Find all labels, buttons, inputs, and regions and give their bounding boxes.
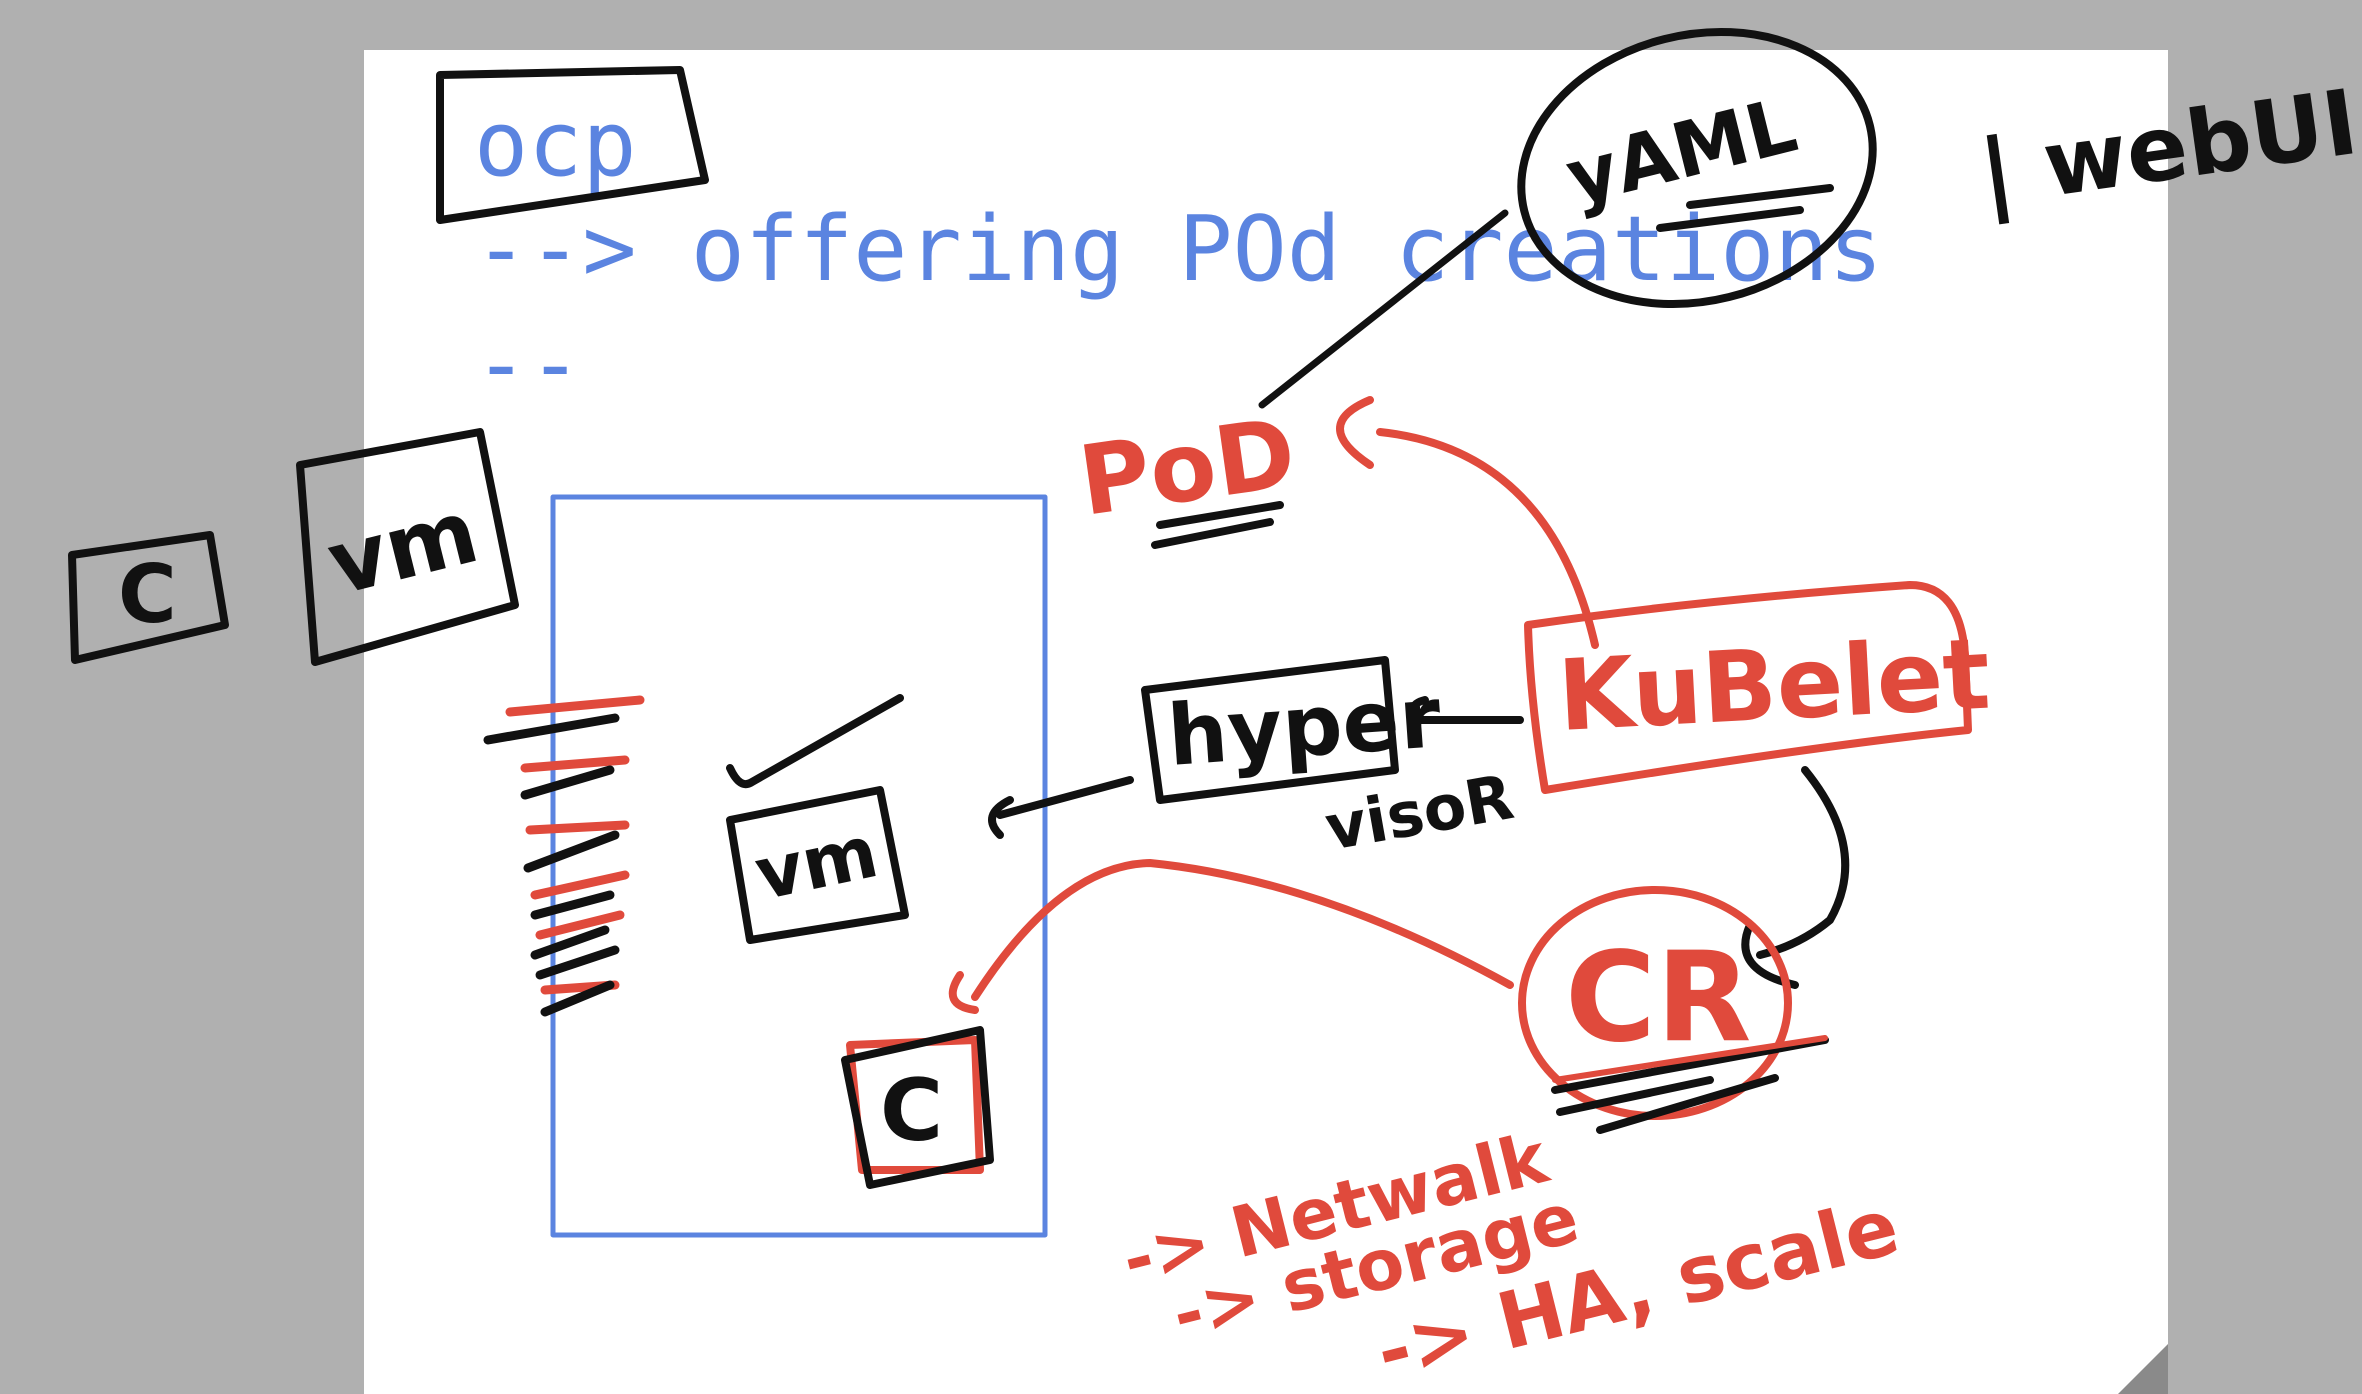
vm-inside-box (726, 786, 909, 944)
vm-inside-label: vm (748, 809, 885, 917)
typed-line-ocp: ocp (474, 92, 637, 197)
page-curl-corner (2118, 1344, 2168, 1394)
typed-line-dashes: -- (474, 312, 583, 417)
c-outside-box (68, 531, 229, 664)
kubelet-to-pod-arrow (1336, 396, 1599, 649)
kubelet-to-cr-arrow (1741, 766, 1850, 989)
yaml-label: yAML (1558, 80, 1805, 223)
cr-to-c-arrow (948, 859, 1514, 1014)
layer-stack-strokes (483, 695, 645, 1017)
yaml-underline (1656, 184, 1834, 232)
c-outside-label: C (118, 548, 177, 641)
cr-label: CR (1565, 926, 1751, 1070)
yaml-ellipse (1517, 27, 1877, 309)
check-mark (726, 694, 904, 789)
c-inside-box-black (841, 1026, 994, 1189)
kubelet-box (1524, 581, 1972, 794)
pod-underline (1151, 501, 1284, 549)
hypervisor-to-vm-arrow (988, 776, 1134, 839)
pod-to-yaml-line (1258, 209, 1509, 409)
typed-line-offering-pod: --> offering POd creations (474, 197, 1883, 302)
container-rect (550, 494, 1048, 1238)
hypervisor-box (1141, 656, 1399, 804)
whiteboard-page[interactable] (364, 50, 2168, 1394)
kubelet-to-hypervisor-arrow (1409, 696, 1524, 724)
vm-outside-label: vm (318, 479, 488, 615)
vm-outside-box (296, 428, 519, 666)
ocp-box (436, 66, 709, 224)
cr-underline (1551, 1036, 1829, 1134)
c-inside-label: C (880, 1061, 943, 1161)
webui-label: | webUI (1973, 70, 2362, 228)
cr-underline-red (1552, 1035, 1828, 1083)
hypervisor-top-label: hyper (1165, 668, 1445, 785)
pod-label: PoD (1073, 397, 1302, 538)
kubelet-label: KuBelet (1555, 618, 1992, 754)
